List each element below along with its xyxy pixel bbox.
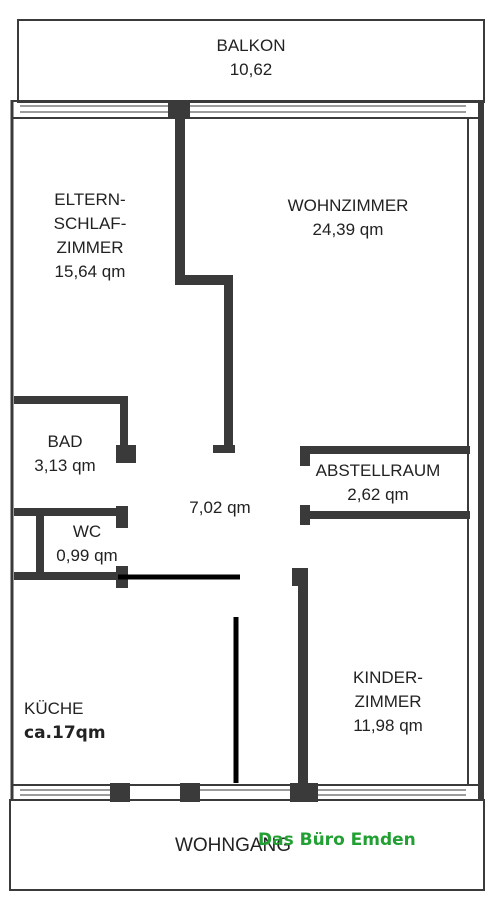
abstellraum-area: 2,62 qm	[347, 485, 409, 504]
bad-right-wall	[120, 396, 128, 448]
abstell-bottom-wall	[300, 511, 470, 519]
kueche-label: KÜCHE ca.17qm	[24, 697, 134, 745]
elternschlafzimmer-label: ELTERN- SCHLAF- ZIMMER 15,64 qm	[20, 188, 160, 284]
partition-door-cap	[213, 445, 235, 453]
bottom-pier-1	[110, 783, 130, 802]
kinder-name-line2: ZIMMER	[354, 692, 422, 711]
partition-step	[175, 275, 233, 285]
wohngang-outline	[9, 799, 485, 891]
flur-label: 7,02 qm	[160, 496, 280, 520]
wohnzimmer-area: 24,39 qm	[312, 220, 384, 239]
top-wall-pier	[168, 101, 190, 118]
flur-area: 7,02 qm	[189, 498, 251, 517]
watermark: Das Büro Emden	[258, 830, 416, 850]
wc-label: WC 0,99 qm	[40, 520, 134, 568]
wc-name: WC	[72, 522, 102, 541]
bad-area: 3,13 qm	[34, 456, 96, 475]
balkon-name: BALKON	[216, 36, 286, 55]
abstell-door-cap-bottom	[300, 505, 310, 525]
wohnzimmer-label: WOHNZIMMER 24,39 qm	[248, 194, 448, 242]
bad-name: BAD	[47, 432, 83, 451]
wc-bottom-wall	[14, 572, 126, 580]
balkon-label: BALKON 10,62	[181, 34, 321, 82]
eltern-name-line3: ZIMMER	[56, 238, 124, 257]
kinder-area: 11,98 qm	[353, 716, 423, 735]
kinder-left-wall	[298, 568, 308, 790]
wohnzimmer-name: WOHNZIMMER	[287, 196, 409, 215]
abstellraum-name: ABSTELLRAUM	[315, 461, 441, 480]
eltern-name-line2: SCHLAF-	[53, 214, 127, 233]
abstell-top-wall	[300, 446, 470, 454]
bad-bottom-wall	[14, 508, 128, 516]
kueche-name: KÜCHE	[24, 699, 84, 718]
kueche-area: ca.17qm	[24, 723, 106, 743]
bad-wc-door-jamb	[116, 506, 128, 528]
eltern-area: 15,64 qm	[54, 262, 126, 281]
abstellraum-label: ABSTELLRAUM 2,62 qm	[288, 459, 468, 507]
eltern-name-line1: ELTERN-	[54, 190, 126, 209]
wc-area: 0,99 qm	[56, 546, 118, 565]
wohngang-label: WOHNGANG	[148, 834, 318, 858]
wc-left-wall	[36, 516, 44, 578]
bottom-pier-3	[290, 783, 318, 802]
bad-top-wall	[14, 396, 128, 404]
bad-door-cap	[116, 445, 136, 463]
bottom-pier-2	[180, 783, 200, 802]
kinder-door-cap	[292, 568, 308, 586]
abstell-door-cap-top	[300, 446, 310, 466]
partition-lower	[224, 275, 233, 453]
kinder-name-line1: KINDER-	[353, 668, 423, 687]
balkon-area: 10,62	[229, 60, 273, 79]
wohngang-name: WOHNGANG	[174, 835, 292, 856]
partition-upper	[175, 118, 185, 284]
bad-label: BAD 3,13 qm	[14, 430, 116, 478]
kinderzimmer-label: KINDER- ZIMMER 11,98 qm	[318, 666, 458, 738]
